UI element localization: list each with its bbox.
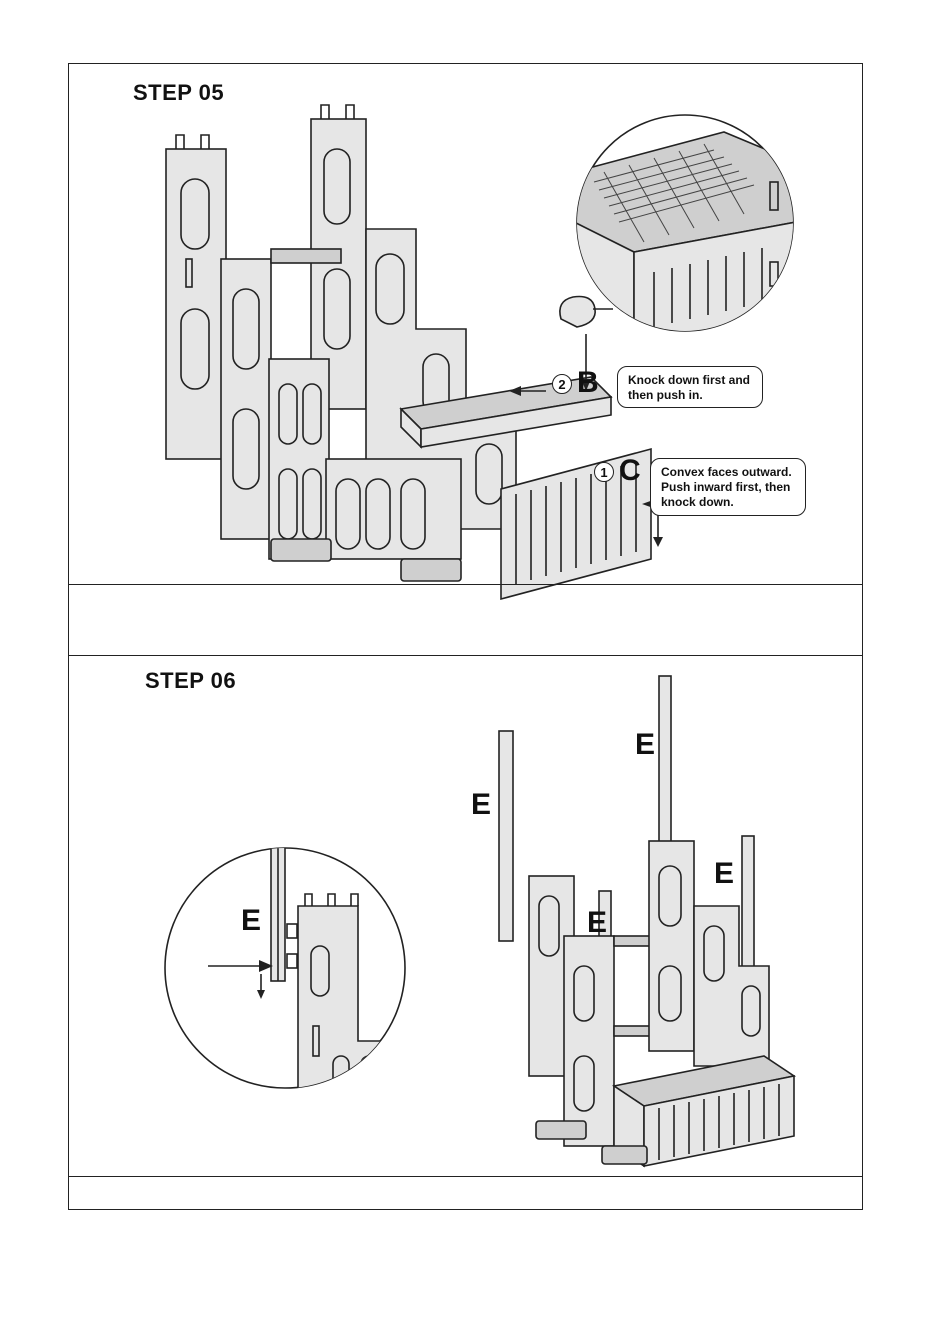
part-label-c: C [619, 454, 641, 488]
step-05-detail-circle [574, 112, 796, 334]
part-label-e-middle: E [587, 906, 607, 940]
part-label-e-top: E [635, 728, 655, 762]
step-06-panel: STEP 06 E [69, 656, 862, 1176]
divider [69, 584, 862, 585]
step-06-title: STEP 06 [145, 668, 236, 694]
callout-b: Knock down first and then push in. [617, 366, 763, 408]
step-05-title: STEP 05 [133, 80, 224, 106]
step-05-assembly-illustration [161, 109, 621, 579]
part-label-e-detail: E [241, 904, 261, 938]
order-number-1: 1 [594, 462, 614, 482]
instruction-frame: STEP 05 [68, 63, 863, 1210]
order-number-2: 2 [552, 374, 572, 394]
divider [69, 1176, 862, 1177]
part-label-e-right: E [714, 857, 734, 891]
step-06-assembly-illustration [494, 676, 824, 1176]
step-06-detail-circle [163, 846, 408, 1091]
part-label-b: B [577, 366, 599, 400]
part-label-e-left: E [471, 788, 491, 822]
callout-c: Convex faces outward. Push inward first,… [650, 458, 806, 516]
step-05-panel: STEP 05 [69, 64, 862, 584]
